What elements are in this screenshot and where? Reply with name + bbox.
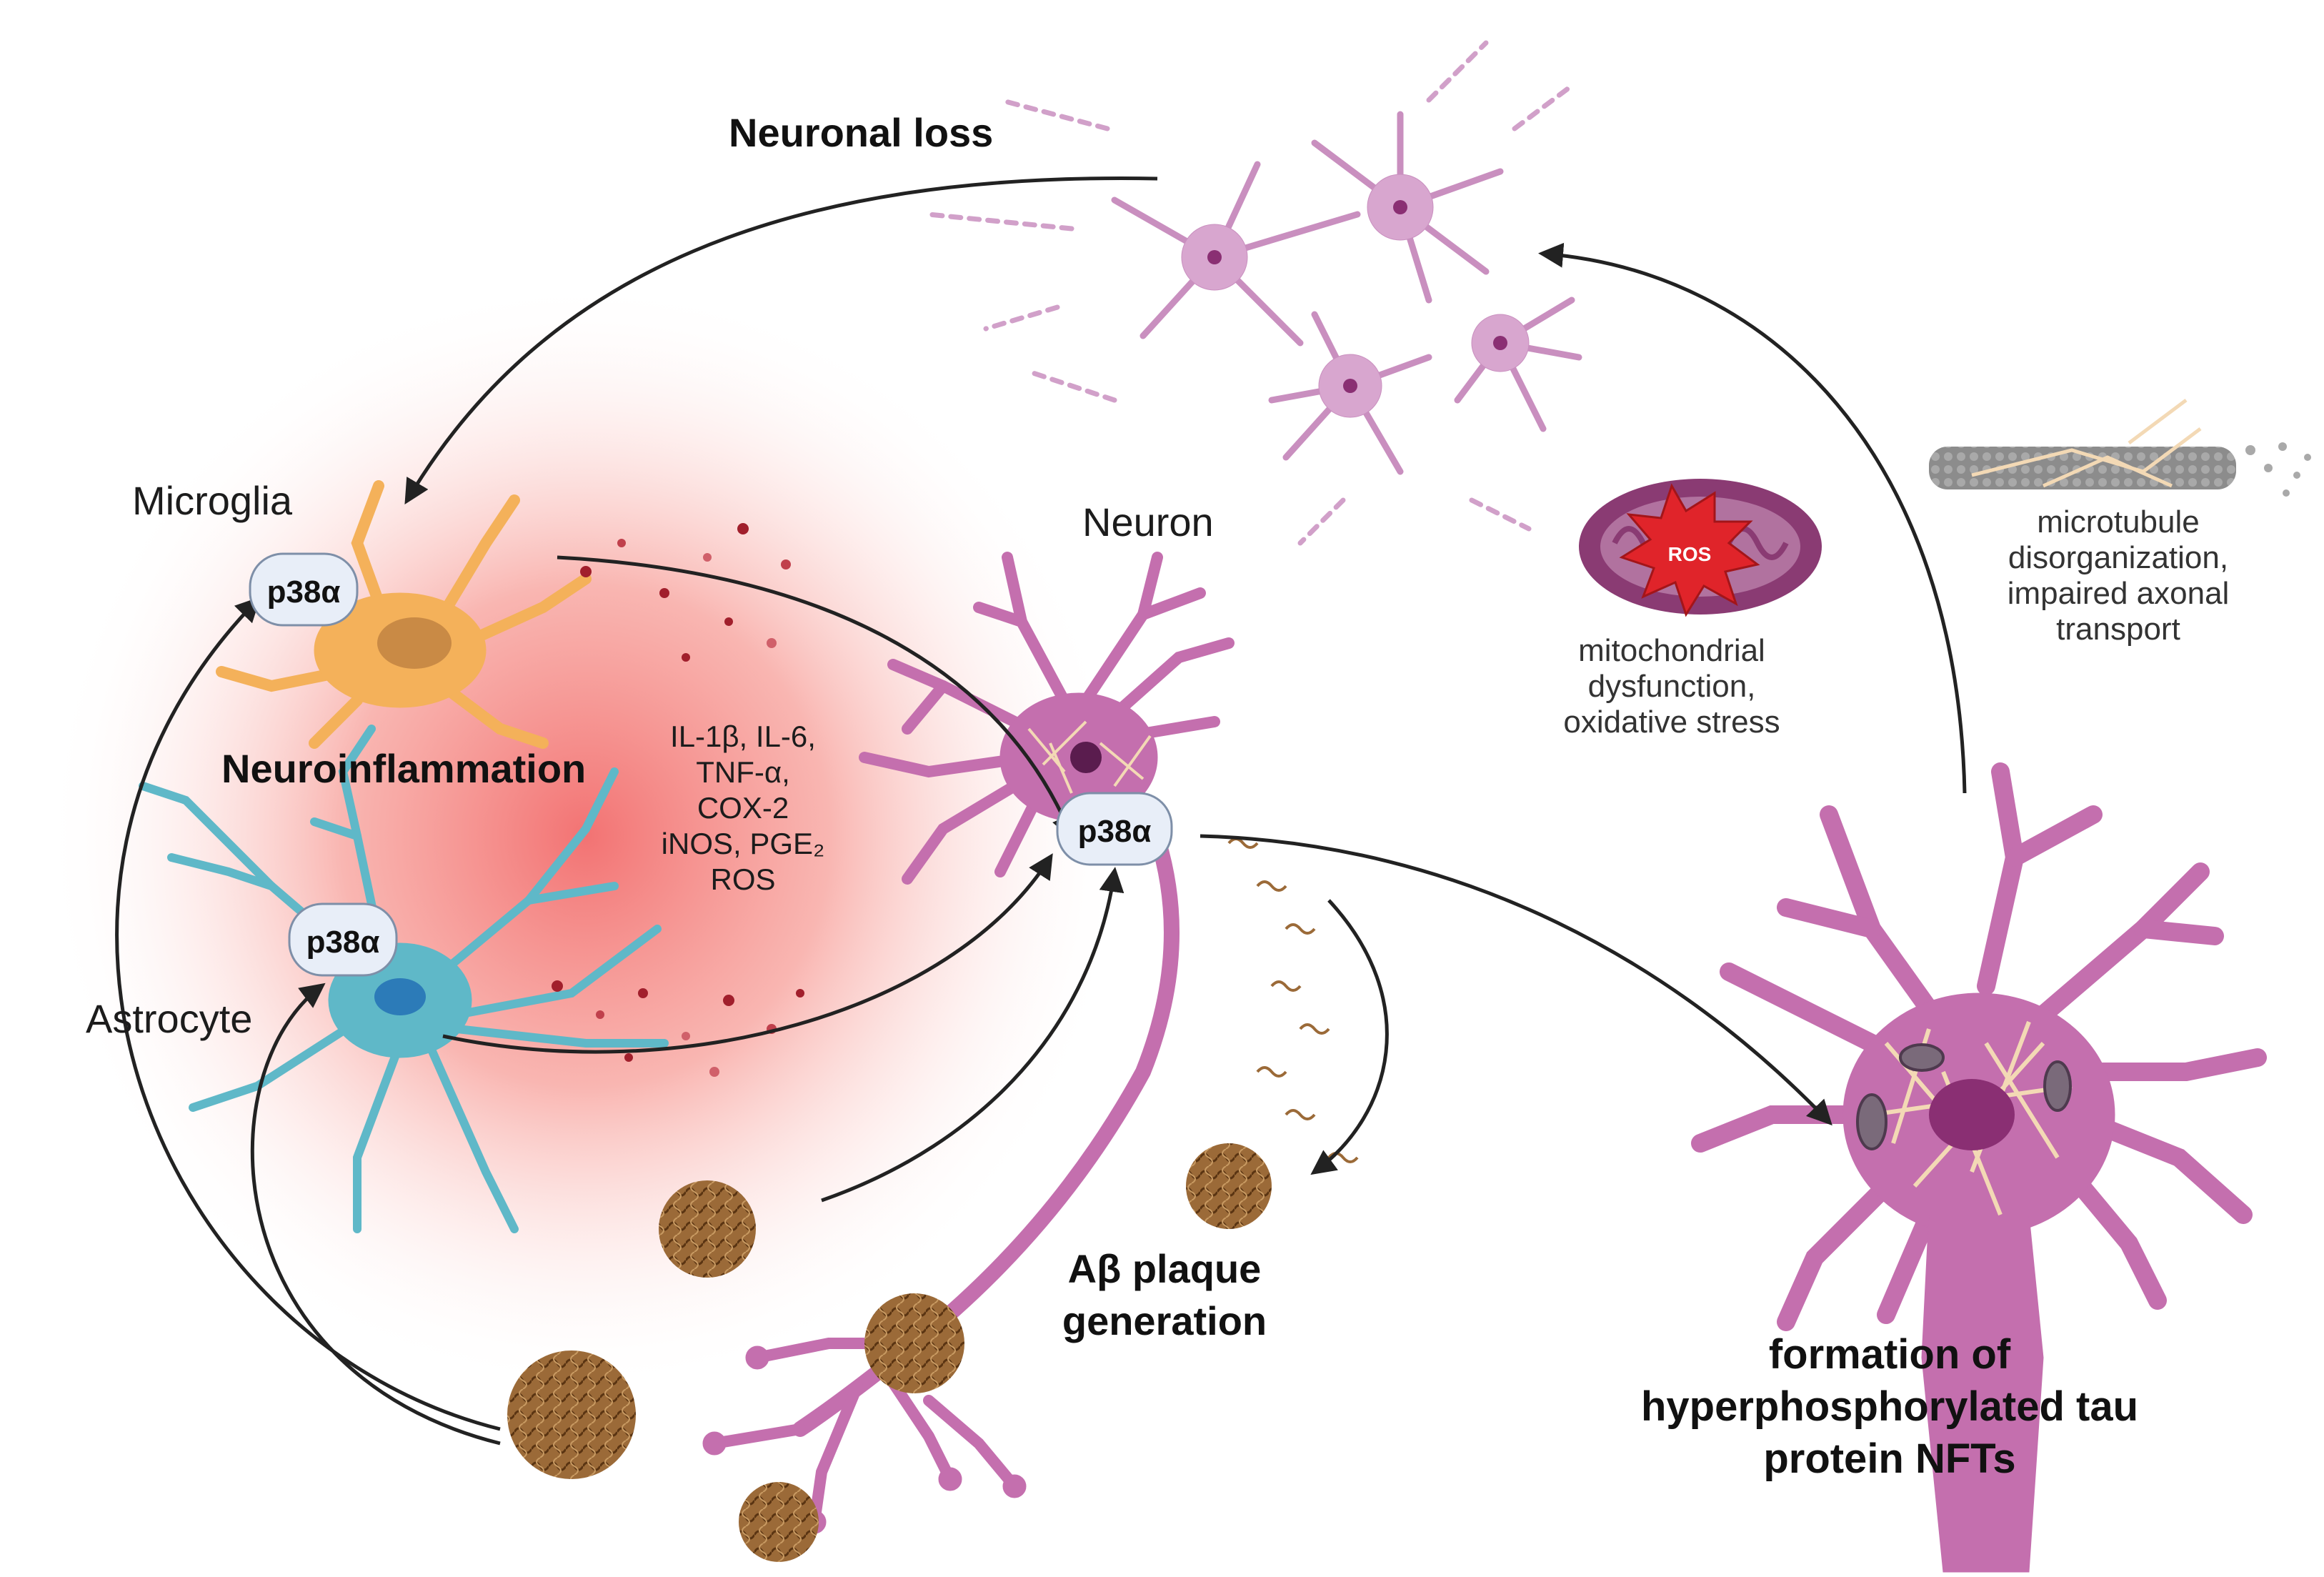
mito-caption-line: oxidative stress bbox=[1563, 705, 1780, 740]
arrow-plaque-to-microglia bbox=[115, 596, 501, 1431]
neuroinflammation-label: Neuroinflammation bbox=[221, 746, 586, 791]
tau-nft-label: formation of hyperphosphorylated tau pro… bbox=[1641, 1331, 2138, 1482]
amyloid-plaques bbox=[507, 1143, 1272, 1562]
tau-line-2: hyperphosphorylated tau bbox=[1641, 1383, 2138, 1430]
cytokine-particles bbox=[552, 523, 804, 1077]
mediator-line: COX-2 bbox=[697, 791, 789, 825]
neuron-label: Neuron bbox=[1082, 499, 1214, 544]
arrow-neuron-to-plaque bbox=[1310, 899, 1389, 1175]
arrow-plaque-to-astrocyte bbox=[250, 982, 501, 1446]
mito-caption-line: mitochondrial bbox=[1578, 633, 1765, 668]
microglia-p38a-label: p38α bbox=[267, 574, 341, 610]
arrow-astrocyte-to-neuron bbox=[442, 853, 1053, 1054]
neuron-p38a-badge: p38α bbox=[1056, 792, 1173, 866]
microglia-nucleus bbox=[377, 617, 452, 669]
abeta-line-2: generation bbox=[1062, 1298, 1267, 1343]
ros-burst-icon bbox=[1619, 483, 1760, 617]
tau-line-3: protein NFTs bbox=[1763, 1436, 2015, 1482]
abeta-line-1: Aβ plaque bbox=[1068, 1246, 1262, 1291]
astrocyte-p38a-badge: p38α bbox=[288, 902, 398, 977]
arrow-tau-to-neuronal-loss bbox=[1538, 242, 1967, 794]
abeta-plaque-label: Aβ plaque generation bbox=[1062, 1246, 1267, 1343]
microtubule-caption-line: transport bbox=[2056, 612, 2180, 647]
astrocyte-label: Astrocyte bbox=[86, 996, 252, 1041]
microtubule-caption-line: impaired axonal bbox=[2008, 576, 2230, 611]
diseased-neuron-mitochondria bbox=[1856, 1043, 2072, 1150]
arrow-microglia-to-neuron bbox=[557, 555, 1076, 841]
pathway-arrows bbox=[115, 176, 1967, 1446]
ros-burst-label: ROS bbox=[1668, 543, 1712, 565]
arrow-neuronal-loss-to-microglia bbox=[404, 176, 1158, 505]
microtubule-caption: microtubule disorganization, impaired ax… bbox=[2008, 504, 2230, 647]
central-neuron-tau-tangles bbox=[1027, 720, 1152, 794]
astrocyte-nucleus bbox=[374, 978, 426, 1015]
mediator-line: IL-1β, IL-6, bbox=[670, 720, 816, 753]
microtubule-caption-line: microtubule bbox=[2037, 504, 2199, 539]
mediator-line: TNF-α, bbox=[696, 755, 790, 789]
arrow-neuron-to-tau bbox=[1200, 834, 1832, 1126]
amyloid-fibrils bbox=[1227, 837, 1359, 1163]
mitochondria-caption: mitochondrial dysfunction, oxidative str… bbox=[1563, 633, 1780, 740]
neuronal-loss-label: Neuronal loss bbox=[729, 110, 993, 155]
arrow-plaque-to-neuron bbox=[821, 867, 1124, 1203]
mediator-line: iNOS, PGE₂ bbox=[662, 827, 825, 860]
central-neuron bbox=[702, 552, 1235, 1534]
microglia-label: Microglia bbox=[132, 478, 293, 523]
mediator-list: IL-1β, IL-6, TNF-α, COX-2 iNOS, PGE₂ ROS bbox=[662, 720, 825, 896]
tau-line-1: formation of bbox=[1769, 1331, 2011, 1378]
microtubule-icon bbox=[1929, 399, 2311, 497]
inflammation-glow bbox=[43, 279, 1129, 1393]
microglia-p38a-badge: p38α bbox=[249, 552, 359, 627]
degenerating-neurons-cluster bbox=[926, 40, 1582, 546]
astrocyte-p38a-label: p38α bbox=[306, 925, 380, 960]
mito-caption-line: dysfunction, bbox=[1588, 669, 1756, 704]
mediator-line: ROS bbox=[710, 862, 775, 896]
diseased-neuron-nucleus bbox=[1929, 1079, 2015, 1150]
microtubule-caption-line: disorganization, bbox=[2008, 540, 2228, 575]
neuron-p38a-label: p38α bbox=[1078, 814, 1152, 849]
